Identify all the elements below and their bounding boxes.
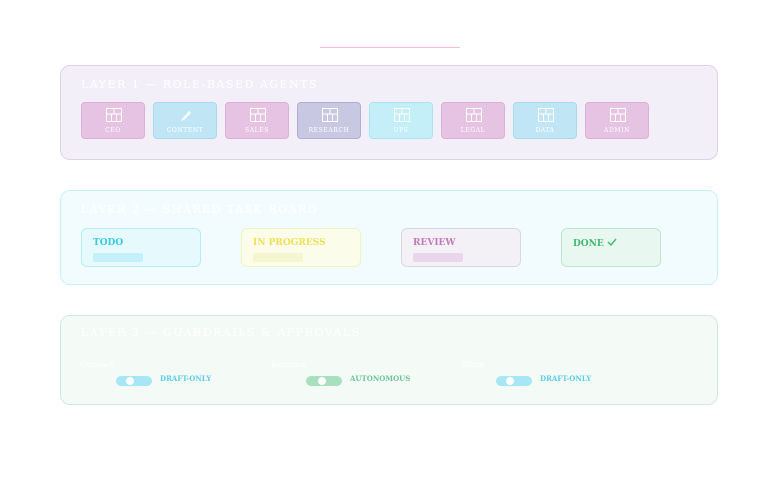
layer-title: Layer 1 — Role-Based Agents [81,78,319,91]
agent-card-legal[interactable]: Legal [441,102,505,139]
mode-badge: DRAFT-ONLY [540,374,592,383]
grid-icon [106,107,122,122]
toggle-label: Reporting [271,361,307,369]
agent-label: CEO [105,127,121,134]
check-icon [607,238,617,247]
grid-icon [610,107,626,122]
toggle-label: Billing [461,361,485,369]
toggle-switch[interactable] [496,376,532,386]
agent-label: Data [535,127,555,134]
agent-label: Research [308,127,350,134]
toggle-knob [506,377,514,385]
agent-card-ceo[interactable]: CEO [81,102,145,139]
grid-icon [250,107,266,122]
layer-task-board: Layer 2 — Shared Task Board TODO IN PROG… [60,190,718,285]
header-rule [320,47,460,48]
stage-review: REVIEW [401,228,521,267]
toggle-switch[interactable] [306,376,342,386]
stage-done: DONE [561,228,661,267]
agent-card-admin[interactable]: Admin [585,102,649,139]
grid-icon [394,107,410,122]
layer-role-agents: Layer 1 — Role-Based Agents CEO Content Sa… [60,65,718,160]
grid-icon [538,107,554,122]
layer-title: Layer 2 — Shared Task Board [81,203,319,216]
agent-card-data[interactable]: Data [513,102,577,139]
progress-bar [93,253,143,262]
agent-card-research[interactable]: Research [297,102,361,139]
mode-badge: AUTONOMOUS [350,374,411,383]
toggle-knob [318,377,326,385]
agent-card-content[interactable]: Content [153,102,217,139]
grid-icon [466,107,482,122]
stage-todo: TODO [81,228,201,267]
toggle-knob [126,377,134,385]
agent-card-ops[interactable]: Ops [369,102,433,139]
agent-label: Admin [604,127,630,134]
toggle-switch[interactable] [116,376,152,386]
layer-title: Layer 3 — Guardrails & Approvals [81,326,361,339]
stage-label: IN PROGRESS [253,238,326,248]
stage-label: DONE [573,238,617,249]
toggle-label: Outreach [81,361,115,369]
stage-label: REVIEW [413,238,456,248]
mode-badge: DRAFT-ONLY [160,374,212,383]
layer-guardrails: Layer 3 — Guardrails & Approvals Outreac… [60,315,718,405]
agent-label: Ops [393,127,409,134]
progress-bar [413,253,463,262]
agent-label: Content [166,127,204,134]
grid-icon [322,107,338,122]
stage-label: TODO [93,238,124,248]
progress-bar [253,253,303,262]
agent-card-sales[interactable]: Sales [225,102,289,139]
agent-label: Legal [460,127,486,134]
agent-label: Sales [245,127,269,134]
stage-in-progress: IN PROGRESS [241,228,361,267]
pencil-icon [178,107,194,121]
